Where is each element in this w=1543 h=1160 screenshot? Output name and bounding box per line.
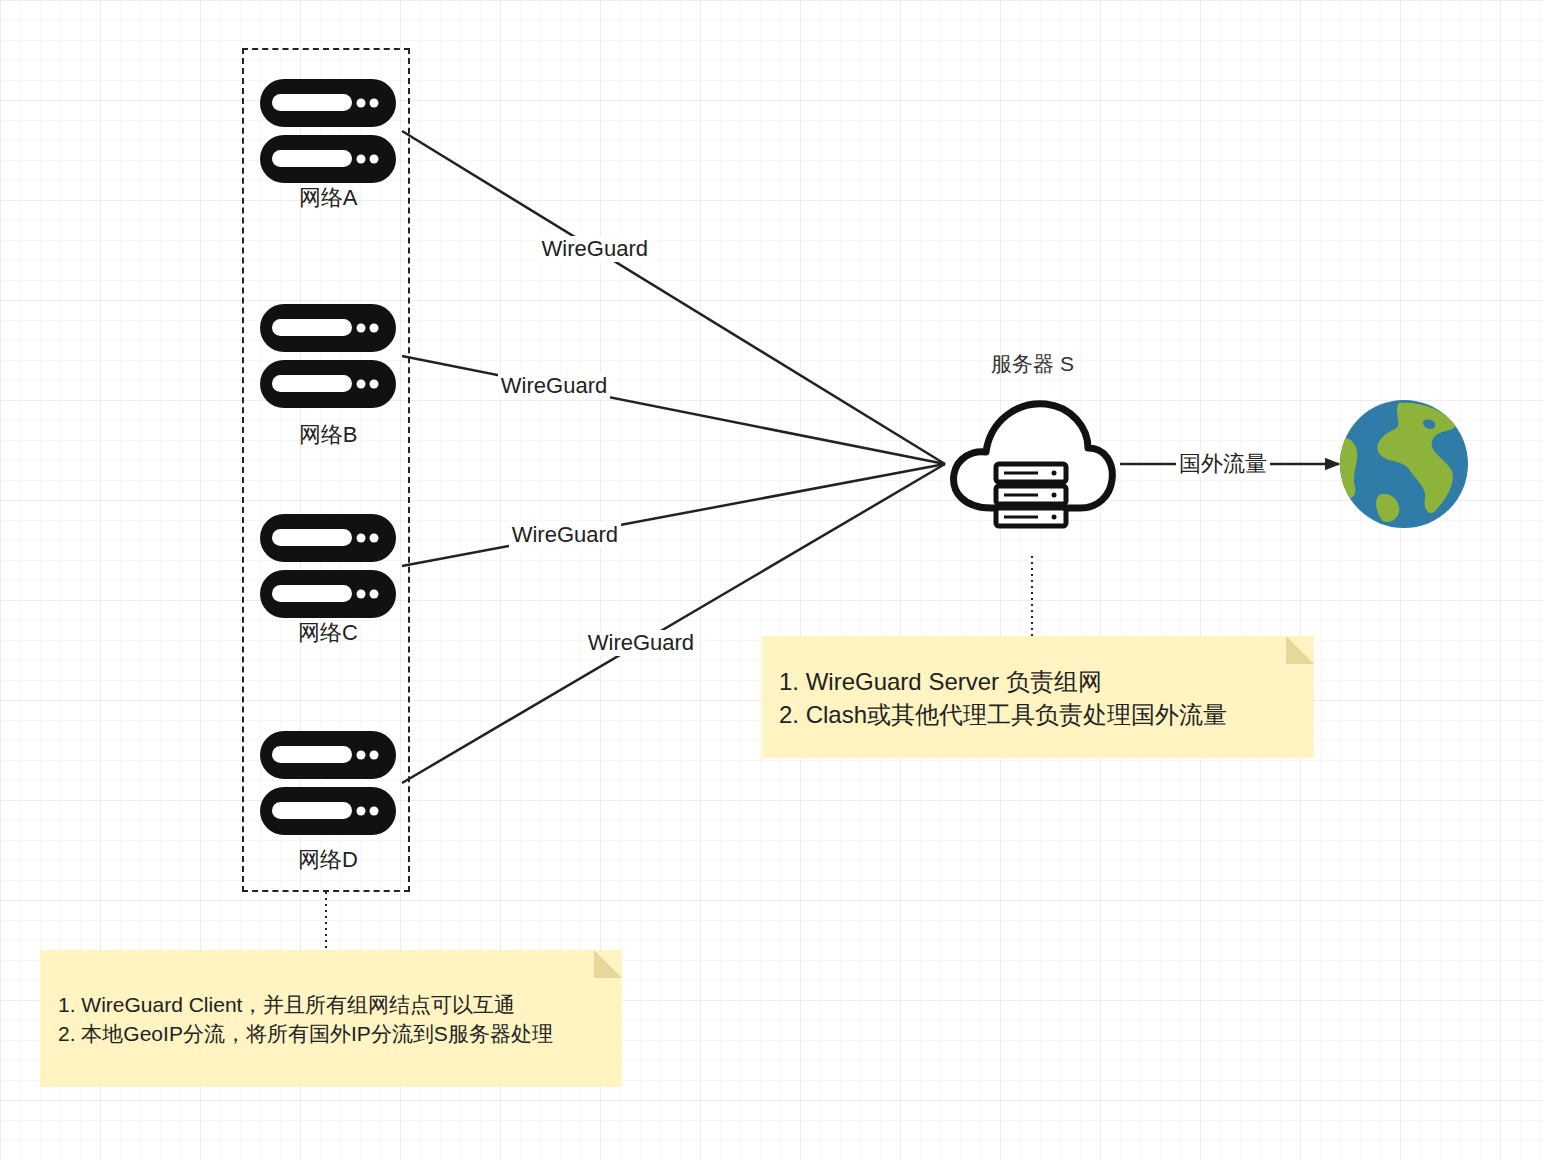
connector-line (402, 464, 945, 566)
network-label: 网络D (254, 847, 402, 873)
internet-globe (1339, 399, 1469, 529)
note-text: 2. Clash或其他代理工具负责处理国外流量 (779, 698, 1297, 731)
network-label: 网络C (254, 620, 402, 646)
leader-line (325, 892, 327, 950)
leader-line (1031, 556, 1033, 636)
network-group: 网络A 网络B 网络C 网络D (242, 48, 410, 892)
edge-label: WireGuard (509, 522, 621, 548)
server-icon (258, 302, 398, 410)
edge-label: WireGuard (539, 236, 651, 262)
server-icon (258, 512, 398, 620)
edge-label: 国外流量 (1176, 451, 1270, 477)
globe-icon (1339, 399, 1469, 529)
server-icon (258, 77, 398, 185)
note-text: 1. WireGuard Server 负责组网 (779, 665, 1297, 698)
network-node: 网络A (254, 77, 402, 211)
network-label: 网络B (254, 422, 402, 448)
connector-line (402, 356, 945, 464)
edge-label: WireGuard (498, 373, 610, 399)
network-node: 网络C (254, 512, 402, 646)
cloud-server: 服务器 S (945, 350, 1120, 536)
server-icon (258, 729, 398, 837)
connector-line (402, 131, 945, 464)
note-corner (40, 950, 622, 1087)
note-corner (762, 636, 1314, 758)
cloud-server-icon (946, 398, 1118, 536)
network-node: 网络D (254, 729, 402, 873)
network-label: 网络A (254, 185, 402, 211)
note-text: 1. WireGuard Client，并且所有组网结点可以互通 (58, 990, 604, 1019)
edge-label: WireGuard (585, 630, 697, 656)
server-label: 服务器 S (945, 350, 1120, 378)
note-box: 1. WireGuard Client，并且所有组网结点可以互通2. 本地Geo… (40, 950, 622, 1087)
note-box: 1. WireGuard Server 负责组网2. Clash或其他代理工具负… (762, 636, 1314, 758)
note-text: 2. 本地GeoIP分流，将所有国外IP分流到S服务器处理 (58, 1019, 604, 1048)
network-node: 网络B (254, 302, 402, 448)
